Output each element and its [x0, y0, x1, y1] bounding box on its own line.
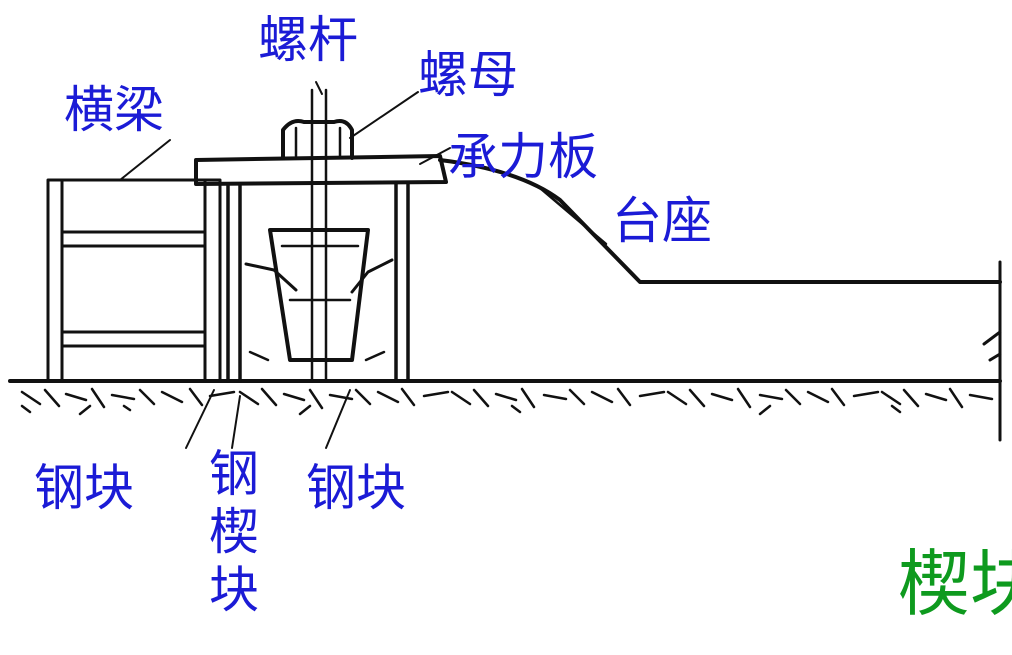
leader-gangkuai-right [325, 389, 351, 449]
bolt [310, 88, 328, 383]
label-gangkuai-left: 钢块 [34, 459, 134, 517]
label-gangkuai-right: 钢块 [306, 459, 406, 517]
crossbeam [194, 154, 448, 186]
label-chenglibang: 承力板 [448, 128, 598, 186]
label-luomu: 螺母 [418, 46, 518, 104]
caption: 楔块 [898, 542, 1012, 626]
ground-hatching [20, 387, 994, 416]
right-steel-block [226, 182, 410, 383]
nut [281, 119, 354, 160]
label-gangxiekuai: 钢楔块 [209, 445, 259, 619]
leader-chenglibang [419, 147, 451, 165]
leader-luogan [315, 81, 323, 95]
label-taizuo: 台座 [612, 192, 712, 250]
leader-gangkuai-left [185, 389, 215, 449]
leader-taizuo [538, 186, 608, 246]
left-steel-block [46, 178, 222, 383]
leader-hengliang [119, 139, 171, 181]
leader-luomu [349, 91, 419, 139]
pedestal [438, 158, 1002, 284]
leader-gangxiekuai [231, 395, 241, 449]
steel-wedge [268, 228, 370, 362]
label-hengliang: 横梁 [64, 81, 164, 139]
label-luogan: 螺杆 [258, 11, 358, 69]
